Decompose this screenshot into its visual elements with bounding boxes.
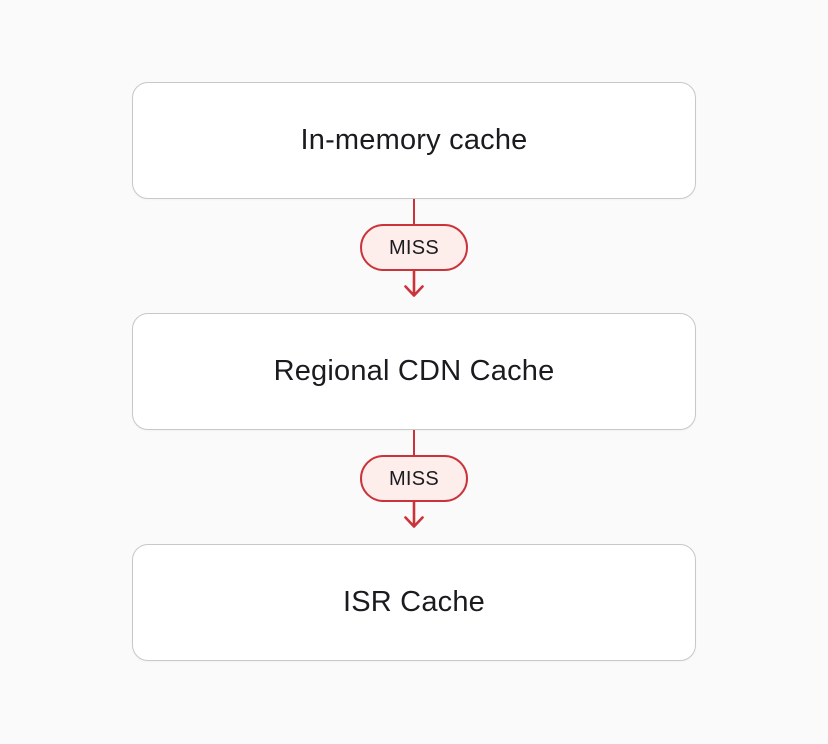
connector-miss-2: MISS [360,430,468,544]
connector-line [412,199,416,224]
miss-badge-label: MISS [388,236,440,259]
arrow-down-icon [404,502,424,528]
node-in-memory-cache-label: In-memory cache [300,124,528,156]
node-regional-cdn-cache: Regional CDN Cache [132,313,696,430]
node-in-memory-cache: In-memory cache [132,82,696,199]
miss-badge: MISS [360,455,468,502]
miss-badge: MISS [360,224,468,271]
arrow-down-icon [404,271,424,297]
connector-miss-1: MISS [360,199,468,313]
node-regional-cdn-cache-label: Regional CDN Cache [273,355,555,387]
node-isr-cache-label: ISR Cache [342,586,486,618]
connector-line [412,430,416,455]
miss-badge-label: MISS [388,467,440,490]
node-isr-cache: ISR Cache [132,544,696,661]
